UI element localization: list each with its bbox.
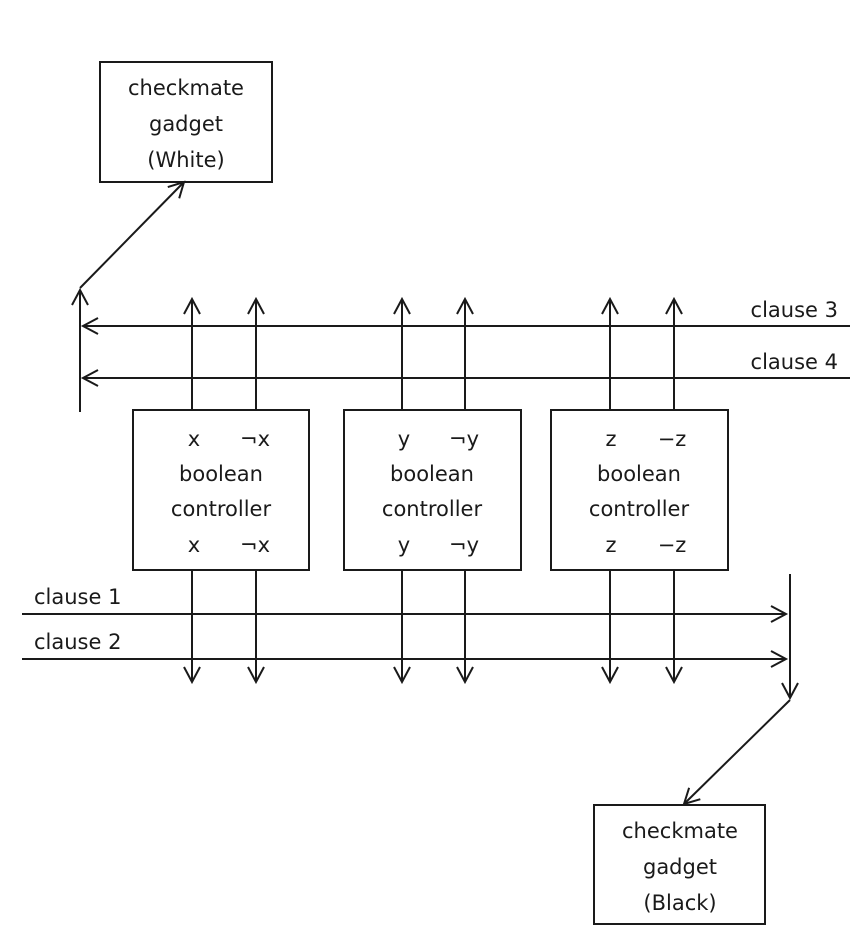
checkmate-gadget-white-box xyxy=(99,61,273,183)
controller-y-bottom-right: ¬y xyxy=(449,533,479,557)
controller-y-top-left: y xyxy=(398,427,410,451)
controller-x-top-left: x xyxy=(188,427,200,451)
controller-x-line-1: boolean xyxy=(179,462,263,486)
controller-y-bottom-left: y xyxy=(398,533,410,557)
clause-4-label: clause 4 xyxy=(751,350,838,374)
gadget-white-line-1: checkmate xyxy=(128,76,244,100)
controller-x-box xyxy=(132,409,310,571)
gadget-white-line-2: gadget xyxy=(149,112,223,136)
clause-1-label: clause 1 xyxy=(34,585,121,609)
controller-x-line-2: controller xyxy=(171,497,272,521)
controller-x-bottom-right: ¬x xyxy=(240,533,270,557)
controller-z-line-2: controller xyxy=(589,497,690,521)
controller-z-line-1: boolean xyxy=(597,462,681,486)
controller-y-line-1: boolean xyxy=(390,462,474,486)
checkmate-gadget-black: checkmate gadget (Black) xyxy=(593,804,766,925)
gadget-black-line-2: gadget xyxy=(643,855,717,879)
arrow-to-white-gadget xyxy=(79,180,186,289)
boolean-controller-z: z −z boolean controller z −z xyxy=(550,409,729,571)
controller-x-bottom-left: x xyxy=(188,533,200,557)
controller-y-top-right: ¬y xyxy=(449,427,479,451)
gadget-black-line-3: (Black) xyxy=(643,891,716,915)
controller-z-box xyxy=(550,409,729,571)
clause-3-label: clause 3 xyxy=(751,298,838,322)
clause-2-label: clause 2 xyxy=(34,630,121,654)
boolean-controller-x: x ¬x boolean controller x ¬x xyxy=(132,409,310,571)
boolean-controller-y: y ¬y boolean controller y ¬y xyxy=(343,409,522,571)
controller-z-top-right: −z xyxy=(658,427,687,451)
controller-x-top-right: ¬x xyxy=(240,427,270,451)
gadget-white-line-3: (White) xyxy=(147,148,224,172)
gadget-black-line-1: checkmate xyxy=(622,819,738,843)
controller-y-line-2: controller xyxy=(382,497,483,521)
arrow-to-black-gadget xyxy=(682,699,791,806)
controller-z-bottom-left: z xyxy=(605,533,616,557)
controller-z-top-left: z xyxy=(605,427,616,451)
controller-z-bottom-right: −z xyxy=(658,533,687,557)
checkmate-gadget-white: checkmate gadget (White) xyxy=(99,61,273,183)
controller-y-box xyxy=(343,409,522,571)
checkmate-gadget-black-box xyxy=(593,804,766,925)
